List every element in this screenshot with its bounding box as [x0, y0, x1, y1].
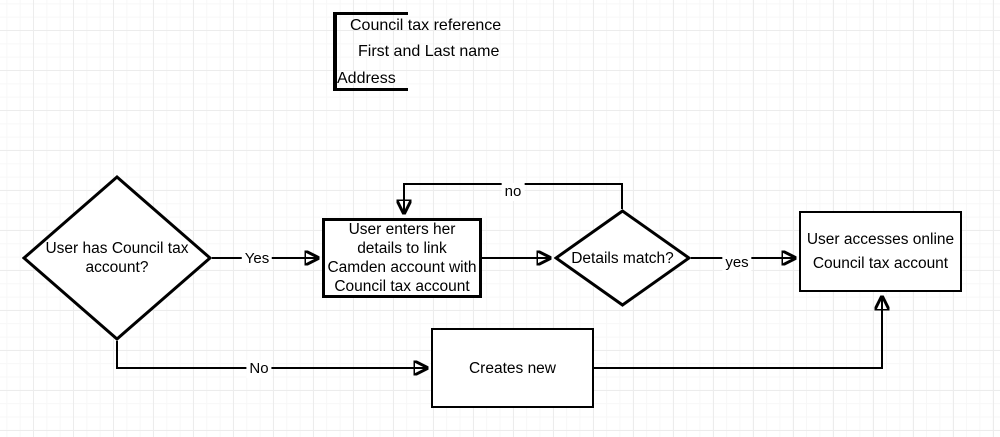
process-creates-new[interactable]: Creates new: [431, 328, 594, 408]
process-link-details-label: User enters her details to link Camden a…: [327, 221, 477, 295]
process-link-details[interactable]: User enters her details to link Camden a…: [322, 218, 482, 298]
note-top-bar: [333, 12, 408, 15]
diamond-shape: [22, 175, 212, 341]
decision-has-account[interactable]: User has Council tax account?: [22, 175, 212, 341]
edge-label-yes[interactable]: Yes: [241, 250, 273, 268]
decision-details-match-label: Details match?: [571, 249, 674, 267]
note-required-details[interactable]: Council tax reference First and Last nam…: [333, 12, 503, 91]
process-access-account-label: User accesses online Council tax account: [806, 230, 955, 272]
note-line: Council tax reference: [350, 17, 502, 34]
edge-label-yes-match[interactable]: yes: [722, 254, 752, 272]
decision-has-account-label: User has Council tax account?: [45, 240, 189, 276]
diamond-shape: [554, 209, 691, 307]
decision-details-match[interactable]: Details match?: [554, 209, 691, 307]
note-line: Address: [337, 69, 396, 87]
process-access-account[interactable]: User accesses online Council tax account: [799, 211, 962, 292]
edge-label-no[interactable]: No: [246, 360, 272, 378]
edge-no-to-creates: [116, 341, 427, 368]
note-bottom-bar: [333, 88, 408, 91]
edge-creates-to-access: [594, 297, 882, 369]
note-line: First and Last name: [358, 43, 500, 61]
edge-label-no-loop[interactable]: no: [501, 183, 525, 201]
process-creates-new-label: Creates new: [468, 359, 556, 377]
